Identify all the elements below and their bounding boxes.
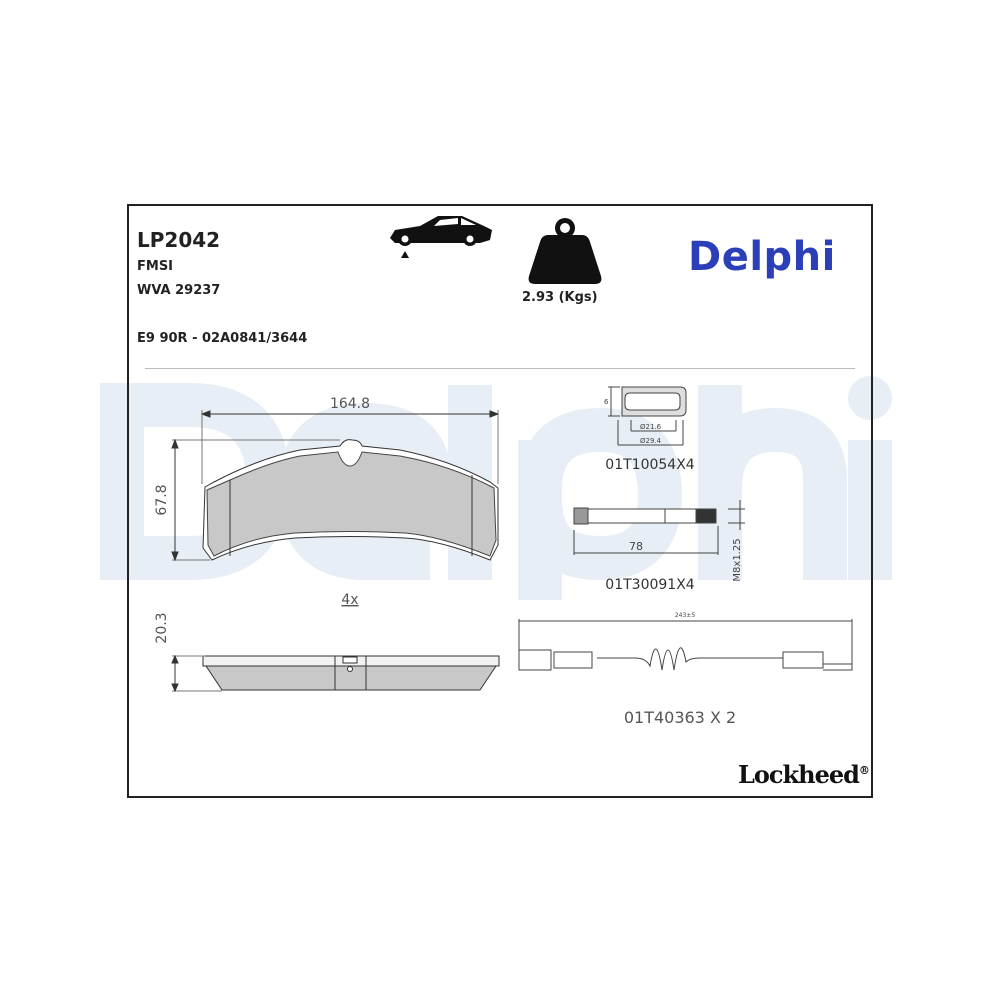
bolt-code: 01T30091X4	[605, 577, 694, 593]
weight-value: 2.93 (Kgs)	[522, 290, 598, 305]
brand-logo: Delphi	[688, 234, 836, 280]
fmsi-label: FMSI	[137, 259, 174, 274]
wear-sensor-drawing	[518, 619, 853, 671]
drawing-frame	[127, 204, 873, 798]
pad-width-dim: 164.8	[330, 396, 370, 412]
watermark-letter-e	[277, 402, 453, 580]
bolt-drawing	[573, 500, 745, 555]
pad-height-dim: 67.8	[154, 484, 170, 515]
sensor-length-dim: 243±5	[675, 612, 695, 619]
sensor-code: 01T40363 X 2	[624, 708, 736, 727]
car-axle-icon	[390, 216, 492, 258]
bushing-height-dim: 6	[604, 398, 609, 406]
brake-pad-front-view	[171, 410, 500, 562]
bushing-code: 01T10054X4	[605, 457, 694, 473]
pad-quantity: 4x	[341, 592, 358, 608]
lockheed-logo: Lockheed®	[738, 760, 870, 789]
wva-number: WVA 29237	[137, 283, 221, 298]
divider	[145, 368, 855, 369]
bushing-inner-dim: Ø21.6	[640, 423, 662, 431]
part-number: LP2042	[137, 228, 221, 252]
pad-thickness-dim: 20.3	[154, 612, 170, 643]
bushing-drawing	[608, 386, 687, 446]
watermark-letter-h	[698, 385, 847, 580]
bolt-thread-dim: M8x1.25	[732, 538, 743, 581]
weight-icon	[528, 218, 602, 284]
brake-pad-side-view	[171, 654, 500, 693]
watermark-letter-p	[518, 407, 683, 600]
approval-number: E9 90R - 02A0841/3644	[137, 331, 308, 346]
registered-mark: ®	[858, 764, 870, 777]
bushing-outer-dim: Ø29.4	[640, 437, 662, 445]
lockheed-text: Lockheed	[738, 760, 860, 789]
bolt-length-dim: 78	[629, 540, 643, 553]
